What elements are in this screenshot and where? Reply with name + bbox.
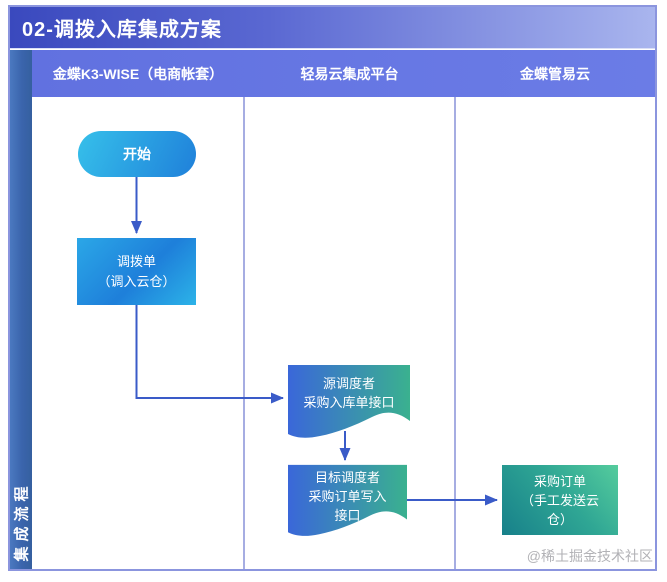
process-sidebar: 集成流程 bbox=[10, 50, 32, 569]
page-title: 02-调拨入库集成方案 bbox=[22, 19, 222, 41]
lane-header-k3wise: 金蝶K3-WISE（电商帐套） bbox=[52, 65, 224, 82]
document-shape bbox=[288, 464, 407, 536]
lane-divider-1 bbox=[243, 97, 245, 569]
lane-divider-2 bbox=[454, 97, 456, 569]
title-bar: 02-调拨入库集成方案 bbox=[10, 7, 655, 49]
diagram-frame: 02-调拨入库集成方案 集成流程 金蝶K3-WISE（电商帐套） 轻易云集成平台… bbox=[8, 5, 657, 571]
lane-header-guanyiyun: 金蝶管易云 bbox=[520, 65, 590, 82]
sidebar-label-wrap: 集成流程 bbox=[10, 475, 32, 567]
source-dispatcher-line2: 采购入库单接口 bbox=[303, 395, 395, 410]
source-dispatcher-line1: 源调度者 bbox=[322, 376, 375, 391]
transfer-order-line1: 调拨单 bbox=[116, 253, 156, 269]
target-dispatcher-line3: 接口 bbox=[334, 507, 361, 523]
target-dispatcher-text: 目标调度者 采购订单写入 接口 bbox=[288, 464, 407, 528]
document-shape bbox=[288, 365, 410, 438]
node-source-dispatcher-interface: 源调度者 采购入库单接口 bbox=[288, 365, 410, 441]
lane-header-qingyiyun: 轻易云集成平台 bbox=[300, 65, 399, 82]
node-transfer-order: 调拨单 （调入云仓） bbox=[77, 238, 196, 305]
purchase-order-line3: 仓） bbox=[546, 511, 573, 527]
purchase-order-line1: 采购订单 bbox=[533, 473, 586, 489]
node-purchase-order: 采购订单 （手工发送云 仓） bbox=[502, 465, 618, 535]
target-dispatcher-line1: 目标调度者 bbox=[314, 469, 380, 485]
target-dispatcher-line2: 采购订单写入 bbox=[308, 488, 387, 504]
node-start-label: 开始 bbox=[123, 146, 151, 162]
source-dispatcher-text: 源调度者 采购入库单接口 bbox=[288, 365, 410, 421]
transfer-order-line2: （调入云仓） bbox=[97, 273, 176, 289]
lane-headers: 金蝶K3-WISE（电商帐套） 轻易云集成平台 金蝶管易云 bbox=[32, 50, 655, 97]
watermark: @稀土掘金技术社区 bbox=[526, 548, 653, 564]
purchase-order-line2: （手工发送云 bbox=[520, 492, 599, 508]
node-start: 开始 bbox=[78, 131, 196, 177]
node-target-dispatcher-interface: 目标调度者 采购订单写入 接口 bbox=[288, 464, 407, 540]
sidebar-label: 集成流程 bbox=[13, 480, 31, 562]
